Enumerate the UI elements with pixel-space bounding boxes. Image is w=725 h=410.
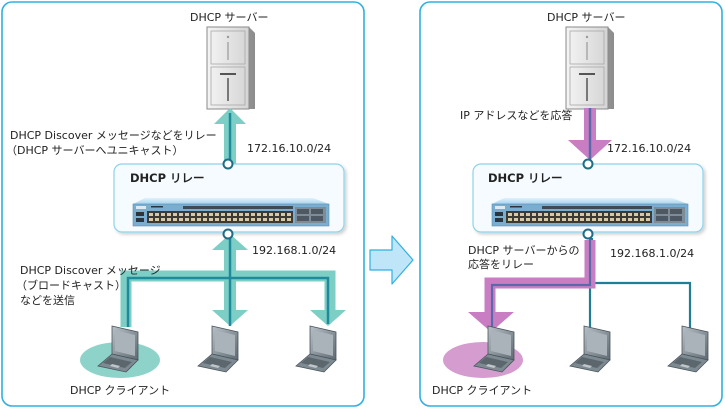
left-client-note-line2: （ブロードキャスト） xyxy=(16,279,126,292)
right-relay-note-line2: 応答をリレー xyxy=(468,258,534,271)
right-dhcp-server-icon xyxy=(565,26,615,110)
left-downstream-broadcast xyxy=(120,234,346,327)
left-client-note-line1: DHCP Discover メッセージ xyxy=(20,264,161,277)
right-upstream-interface-icon xyxy=(582,158,594,170)
right-server-note: IP アドレスなどを応答 xyxy=(460,109,573,122)
right-relay-note-line1: DHCP サーバーからの xyxy=(468,244,580,257)
right-upstream-subnet: 172.16.10.0/24 xyxy=(607,142,692,155)
left-upstream-subnet: 172.16.10.0/24 xyxy=(247,142,332,155)
left-upstream-arrow xyxy=(214,108,246,166)
left-client-label: DHCP クライアント xyxy=(70,384,171,397)
right-client-label: DHCP クライアント xyxy=(432,384,533,397)
right-downstream-subnet: 192.168.1.0/24 xyxy=(610,247,695,260)
left-upstream-interface-icon xyxy=(222,158,234,170)
right-relay-label: DHCP リレー xyxy=(488,171,563,185)
right-relay-reply-arrow xyxy=(468,238,596,332)
left-server-label: DHCP サーバー xyxy=(190,11,269,24)
left-downstream-subnet: 192.168.1.0/24 xyxy=(252,244,337,257)
left-upstream-note-line1: DHCP Discover メッセージなどをリレー xyxy=(10,129,217,142)
left-upstream-note-line2: （DHCP サーバーへユニキャスト） xyxy=(6,144,184,157)
left-downstream-interface-icon xyxy=(222,228,234,240)
right-downstream-interface-icon xyxy=(582,228,594,240)
right-upstream-arrow xyxy=(568,108,612,160)
left-client-note-line3: などを送信 xyxy=(20,294,75,307)
left-relay-label: DHCP リレー xyxy=(130,171,205,185)
right-relay-switch-icon xyxy=(491,197,689,227)
right-arrow-icon xyxy=(369,235,414,285)
left-dhcp-server-icon xyxy=(206,26,256,110)
left-relay-switch-icon xyxy=(132,197,330,227)
right-server-label: DHCP サーバー xyxy=(547,11,626,24)
